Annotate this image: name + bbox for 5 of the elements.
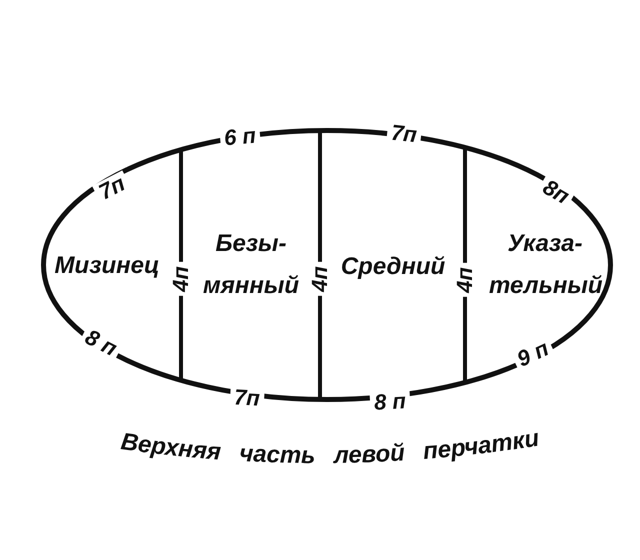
- region-label: Средний: [340, 255, 446, 279]
- region-label: Безы- мянный: [202, 229, 300, 301]
- region-label: Указа- тельный: [489, 229, 601, 301]
- caption: Верхняя часть левой перчатки: [119, 424, 541, 470]
- region-label: Мизинец: [54, 254, 160, 278]
